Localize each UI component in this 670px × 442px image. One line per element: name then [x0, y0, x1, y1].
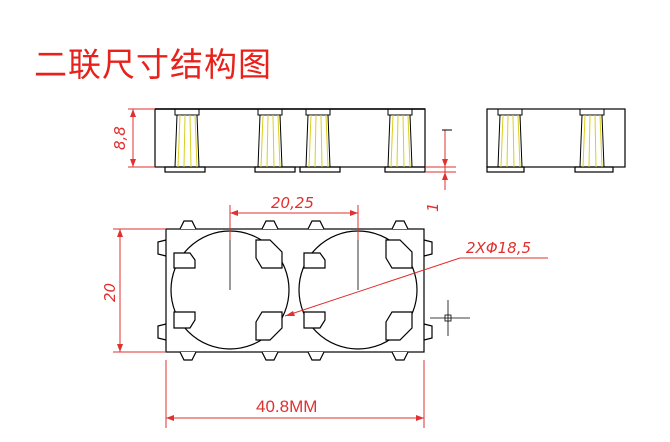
- side-foot: [486, 166, 525, 173]
- dimension-pitch: [229, 205, 359, 240]
- side-contacts-right: [497, 108, 605, 168]
- dimension-width: [113, 228, 166, 353]
- side-contacts-left: [174, 108, 413, 168]
- side-view-right-body: [486, 108, 626, 168]
- dimension-gap: [425, 130, 456, 190]
- dimension-height-label: 8,8: [111, 126, 129, 150]
- dimension-diameter-label: 2XΦ18,5: [466, 239, 531, 257]
- top-view-body: [165, 228, 425, 353]
- side-foot: [299, 166, 341, 173]
- side-foot: [384, 166, 426, 173]
- dimension-length: [165, 360, 425, 428]
- dimension-length-label: 40.8MM: [256, 397, 317, 416]
- dimension-gap-label: 1: [424, 202, 442, 212]
- side-foot: [574, 166, 614, 173]
- dimension-diameter: [284, 257, 548, 317]
- side-view-right: [486, 108, 626, 173]
- dimension-height: [128, 108, 155, 168]
- dimension-width-label: 20: [101, 283, 119, 302]
- dimension-pitch-label: 20,25: [271, 194, 314, 212]
- top-contacts: [173, 239, 413, 341]
- side-view-left: [154, 108, 426, 173]
- drawing-title: 二联尺寸结构图: [34, 45, 272, 84]
- side-foot: [254, 166, 296, 173]
- side-foot: [164, 166, 206, 173]
- top-view-nubs: [179, 220, 409, 361]
- centerlines: [229, 240, 470, 336]
